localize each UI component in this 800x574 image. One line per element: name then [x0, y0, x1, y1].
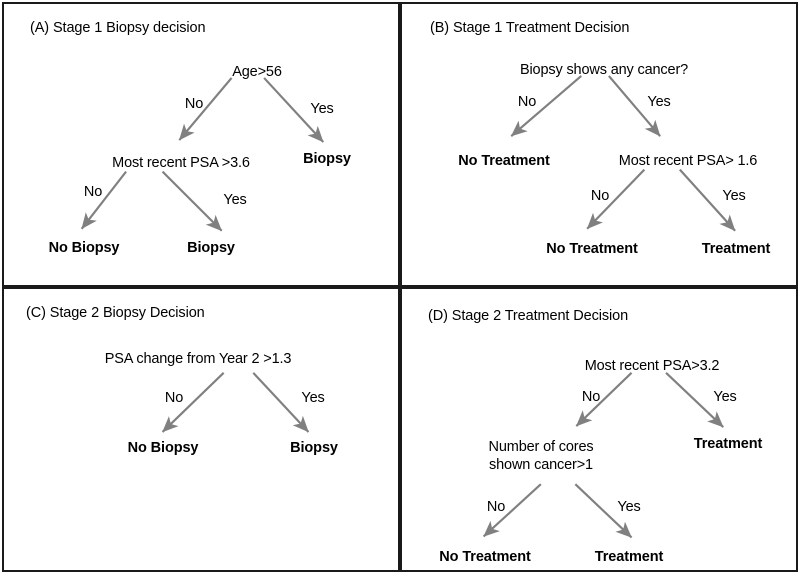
panel-b-title: (B) Stage 1 Treatment Decision [430, 20, 630, 36]
node-b-psa: Most recent PSA> 1.6 [618, 153, 758, 169]
edge-label-d-yes-2: Yes [617, 499, 641, 515]
leaf-b-treatment: Treatment [701, 241, 771, 257]
node-d-root-psa: Most recent PSA>3.2 [584, 358, 720, 374]
node-d-cores-line1: Number of cores [488, 439, 594, 455]
leaf-b-no-treatment-bottom: No Treatment [546, 241, 638, 257]
panel-d-stage2-treatment: (D) Stage 2 Treatment Decision Most rece… [400, 287, 798, 572]
leaf-d-treatment-right: Treatment [693, 436, 763, 452]
leaf-d-no-treatment: No Treatment [439, 549, 531, 565]
panel-b-stage1-treatment: (B) Stage 1 Treatment Decision Biopsy sh… [400, 2, 798, 287]
edge-label-a-no-2: No [83, 184, 103, 200]
edge-label-b-no-2: No [590, 188, 610, 204]
edge-label-d-no-2: No [486, 499, 506, 515]
panel-c-stage2-biopsy: (C) Stage 2 Biopsy Decision PSA change f… [2, 287, 400, 572]
node-d-cores: Number of cores shown cancer>1 [456, 438, 626, 474]
node-c-root-psa-change: PSA change from Year 2 >1.3 [104, 351, 292, 367]
edge-label-b-yes-1: Yes [647, 94, 671, 110]
panel-d-arrows [482, 372, 724, 539]
panel-c-arrows [161, 372, 310, 433]
edge-label-c-no: No [164, 390, 184, 406]
leaf-c-no-biopsy: No Biopsy [127, 440, 199, 456]
panel-c-title: (C) Stage 2 Biopsy Decision [26, 305, 205, 321]
edge-label-c-yes: Yes [301, 390, 325, 406]
leaf-a-biopsy-right: Biopsy [303, 151, 351, 167]
arrow-psa-yes [161, 170, 223, 232]
leaf-a-biopsy-bottom: Biopsy [187, 240, 235, 256]
leaf-d-treatment-bottom: Treatment [594, 549, 664, 565]
node-a-root-age: Age>56 [232, 64, 282, 80]
leaf-a-no-biopsy: No Biopsy [48, 240, 120, 256]
node-d-cores-line2: shown cancer>1 [489, 457, 593, 474]
edge-label-b-yes-2: Yes [722, 188, 746, 204]
arrow-psachange-yes [252, 372, 310, 433]
edge-label-a-yes-2: Yes [223, 192, 247, 208]
leaf-b-no-treatment-left: No Treatment [458, 153, 550, 169]
panel-a-title: (A) Stage 1 Biopsy decision [30, 20, 206, 36]
edge-label-b-no-1: No [517, 94, 537, 110]
leaf-c-biopsy: Biopsy [290, 440, 338, 456]
panel-a-stage1-biopsy: (A) Stage 1 Biopsy decision Age>56 No Ye… [2, 2, 400, 287]
edge-label-a-yes-1: Yes [310, 101, 334, 117]
node-a-psa: Most recent PSA >3.6 [112, 155, 250, 171]
edge-label-a-no-1: No [184, 96, 204, 112]
arrow-psa-no [80, 170, 127, 230]
node-b-root-cancer: Biopsy shows any cancer? [519, 62, 689, 78]
edge-label-d-no-1: No [581, 389, 601, 405]
edge-label-d-yes-1: Yes [713, 389, 737, 405]
panel-d-title: (D) Stage 2 Treatment Decision [428, 308, 629, 324]
